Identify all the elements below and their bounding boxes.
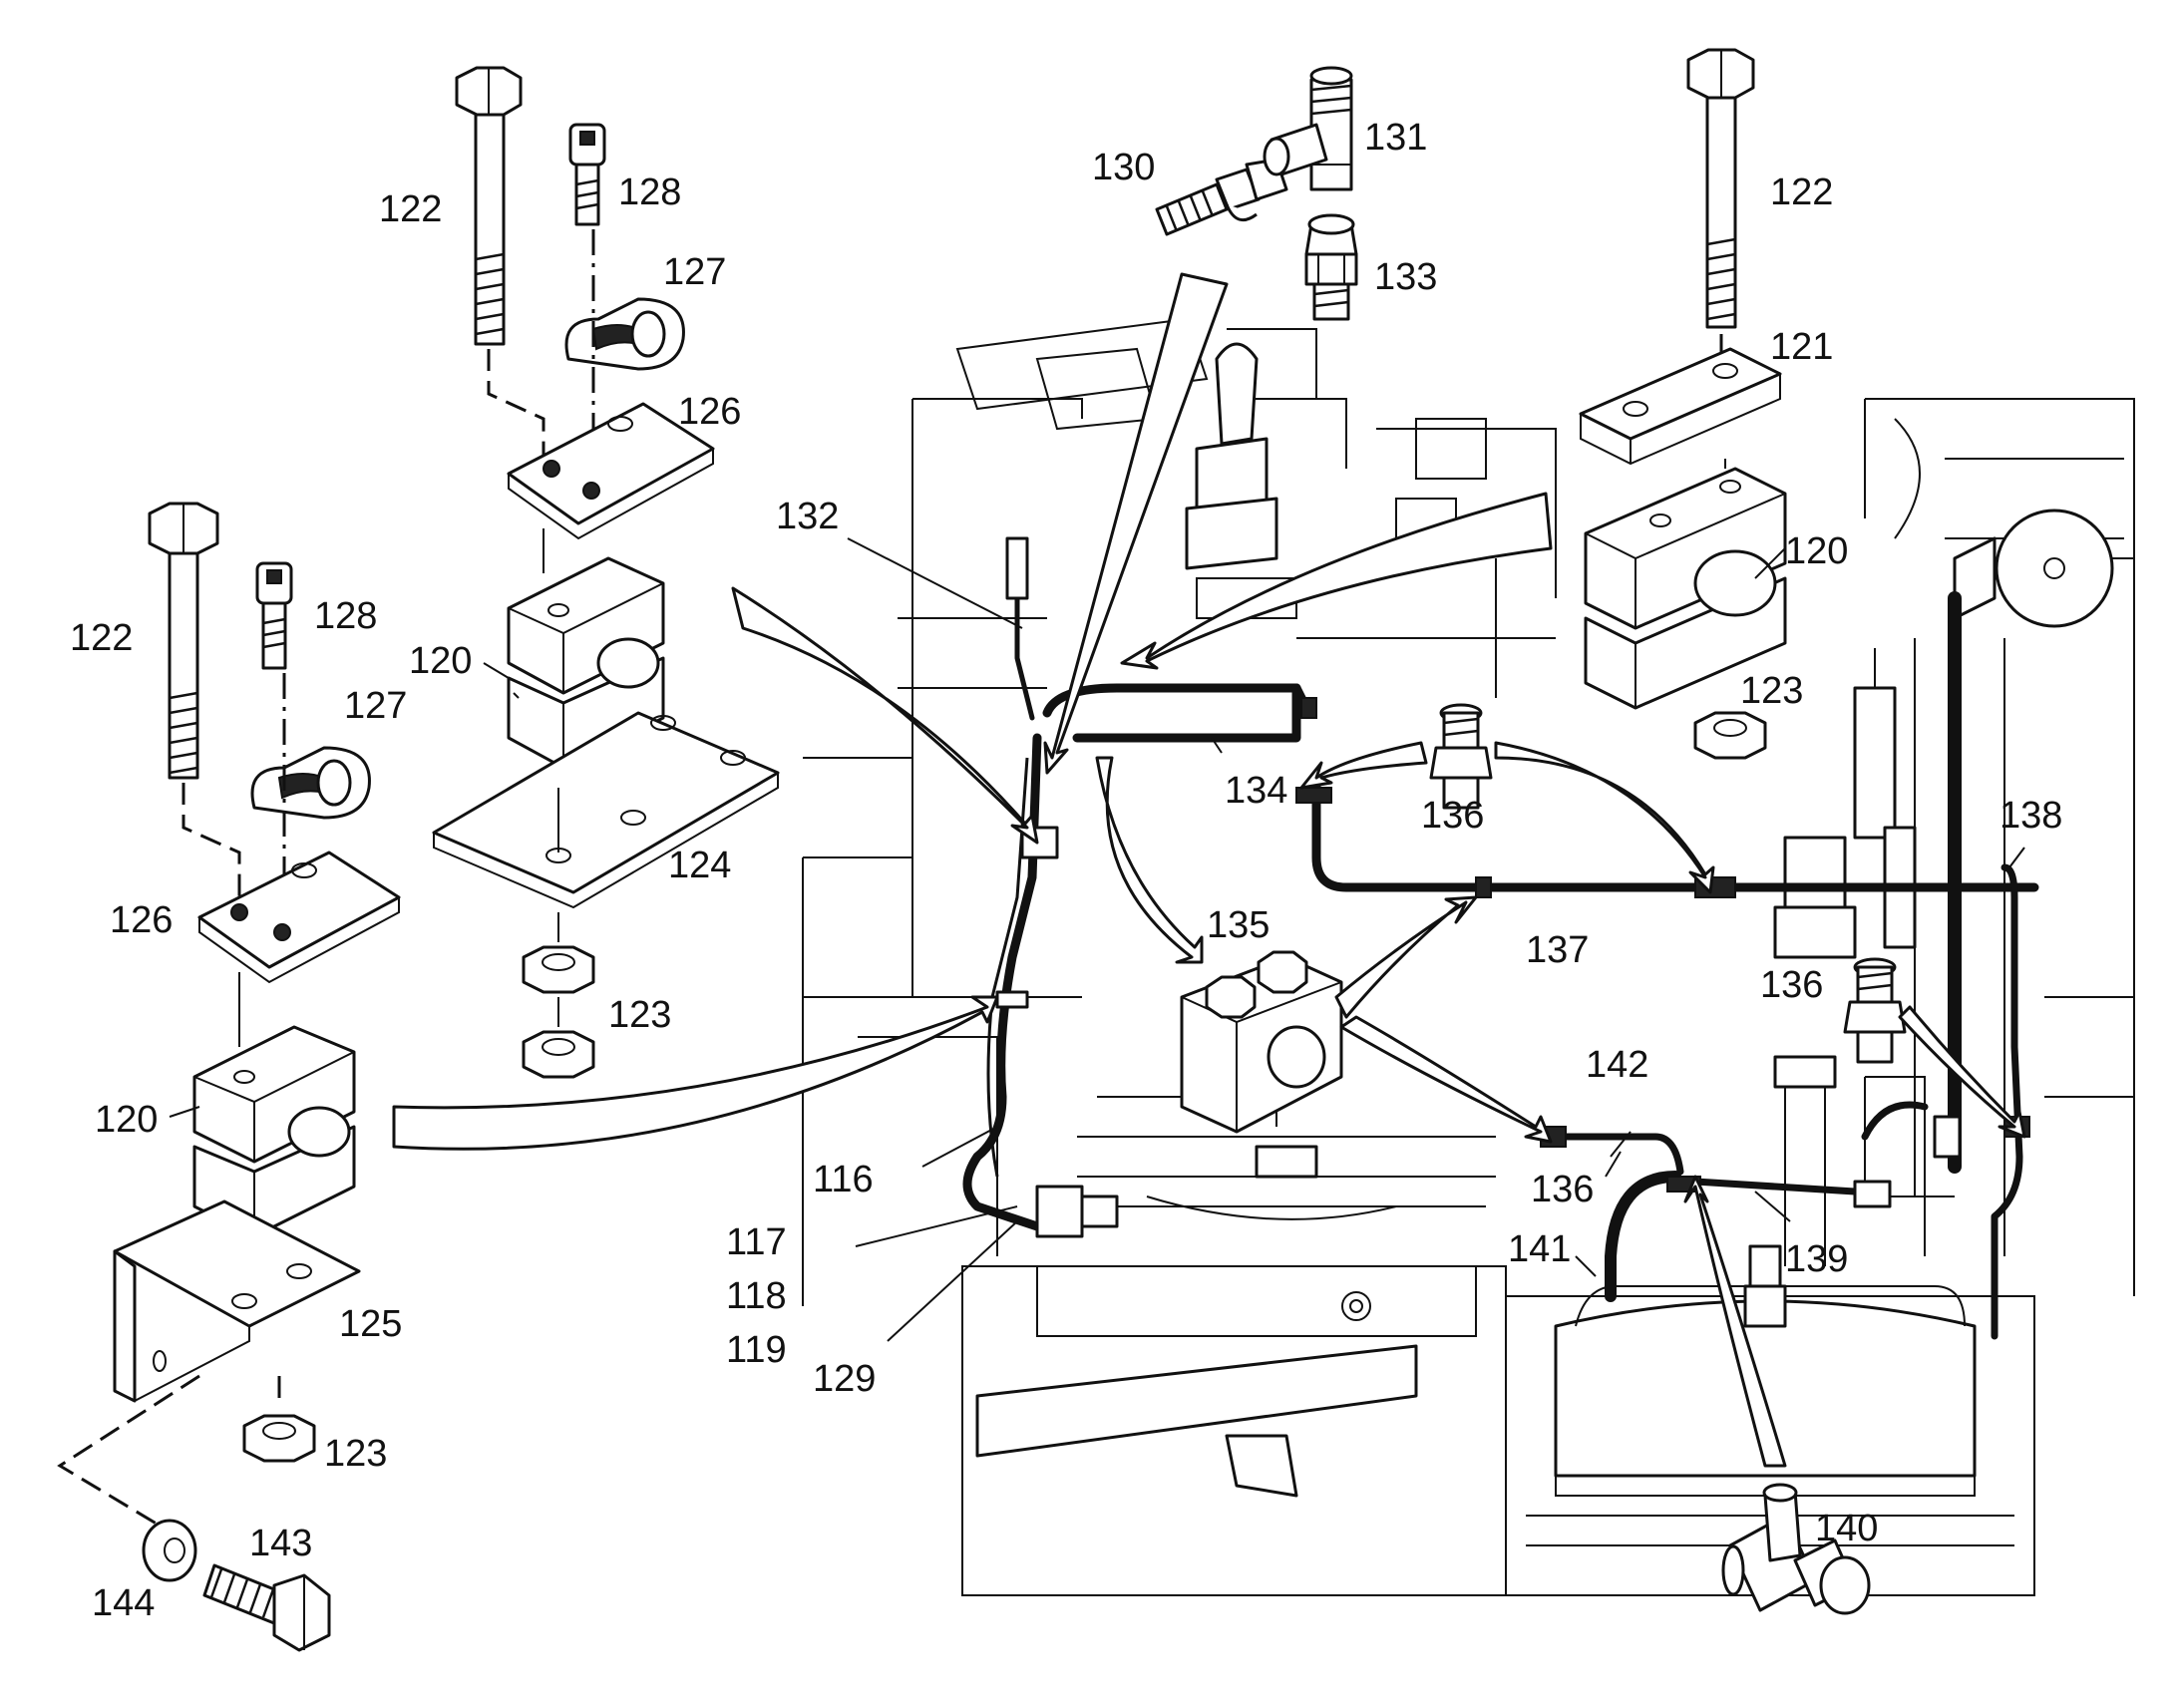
callout-120: 120 — [409, 640, 472, 682]
arrow-135-lower — [1339, 1015, 1553, 1144]
callout-120: 120 — [1785, 530, 1848, 572]
callout-127: 127 — [344, 685, 407, 727]
hex-bolt-122-upper — [455, 66, 523, 346]
hex-nut-123-upper — [522, 945, 595, 1079]
hose-132 — [1014, 575, 1035, 721]
union-136-right — [1843, 957, 1907, 1064]
pipe-clamp-127-upper — [564, 297, 685, 371]
callout-139: 139 — [1785, 1238, 1848, 1280]
cap-screw-128-upper — [568, 123, 606, 226]
hose-134-upper — [1072, 683, 1301, 743]
washer-144 — [142, 1519, 197, 1582]
callout-118: 118 — [726, 1275, 787, 1317]
arrow-136-lower-right — [1898, 1005, 2026, 1139]
union-133 — [1304, 213, 1358, 321]
callout-136: 136 — [1421, 795, 1484, 837]
arrow-132 — [1043, 272, 1229, 775]
mount-assembly-lower — [57, 502, 401, 1652]
callout-129: 129 — [813, 1358, 876, 1400]
hose-139 — [1691, 1178, 1859, 1196]
hose-142 — [1552, 1133, 1684, 1176]
tee-fitting-140 — [1721, 1483, 1871, 1615]
mount-assembly-upper — [432, 66, 780, 1079]
hose-138 — [1991, 863, 2023, 1340]
callout-126: 126 — [678, 391, 741, 433]
plate-126-upper — [507, 402, 715, 540]
pointer-arrows — [392, 272, 2026, 1468]
angle-bracket-125 — [113, 1199, 361, 1403]
callout-144: 144 — [92, 1582, 155, 1624]
callout-127: 127 — [663, 251, 726, 293]
plate-126-lower — [197, 851, 401, 984]
callout-125: 125 — [339, 1303, 402, 1345]
callout-130: 130 — [1092, 147, 1155, 188]
hex-nut-123-lower — [242, 1414, 316, 1463]
callout-123: 123 — [324, 1433, 387, 1475]
arrow-left-lower — [392, 995, 999, 1151]
hex-bolt-122-right — [1686, 48, 1755, 329]
arrow-upper-mid — [1095, 756, 1204, 964]
callout-133: 133 — [1374, 256, 1437, 298]
callout-122: 122 — [1770, 171, 1833, 213]
hose-137 — [1311, 773, 2039, 892]
callout-128: 128 — [314, 595, 377, 637]
callout-140: 140 — [1815, 1508, 1878, 1549]
arrow-140 — [1683, 1175, 1787, 1468]
callout-142: 142 — [1586, 1044, 1648, 1086]
callout-136: 136 — [1760, 964, 1823, 1006]
callout-134: 134 — [1225, 770, 1287, 812]
callout-141: 141 — [1508, 1228, 1571, 1270]
hex-bolt-122-lower — [148, 502, 219, 780]
callout-labels: 122 128 127 126 120 124 123 122 128 127 … — [70, 117, 2062, 1624]
union-136-top — [1429, 703, 1493, 810]
callout-116: 116 — [813, 1159, 874, 1200]
callout-128: 128 — [618, 171, 681, 213]
hose-routing — [962, 536, 2039, 1340]
callout-124: 124 — [668, 845, 731, 886]
callout-120: 120 — [95, 1099, 158, 1141]
callout-136: 136 — [1531, 1169, 1594, 1210]
callout-137: 137 — [1526, 929, 1589, 971]
callout-119: 119 — [726, 1329, 787, 1371]
arrow-136-left — [1299, 741, 1428, 790]
clamp-block-120-right — [1584, 467, 1787, 710]
machine-background — [802, 317, 2135, 1596]
arrow-136-right — [1494, 741, 1715, 894]
callout-131: 131 — [1364, 117, 1427, 159]
callout-135: 135 — [1207, 904, 1270, 946]
arrow-top-right — [1120, 492, 1553, 670]
cap-screw-128-lower — [255, 561, 293, 670]
callout-132: 132 — [776, 496, 839, 537]
clamp-block-135 — [1180, 950, 1343, 1134]
mount-assembly-right — [1579, 48, 1787, 760]
clamp-block-120-upper — [507, 556, 665, 770]
callout-122: 122 — [70, 617, 133, 659]
callout-122: 122 — [379, 188, 442, 230]
callout-123: 123 — [608, 994, 671, 1036]
callout-143: 143 — [249, 1523, 312, 1564]
callout-123: 123 — [1740, 670, 1803, 712]
plate-121 — [1579, 347, 1782, 466]
adapter-130 — [1155, 158, 1288, 236]
fittings-top — [1155, 66, 1358, 321]
hex-nut-123-right — [1693, 711, 1767, 760]
hex-bolt-143 — [202, 1563, 331, 1652]
arrow-left-upper — [731, 586, 1039, 845]
hose-141 — [1605, 1171, 1681, 1302]
callout-117: 117 — [726, 1221, 787, 1263]
tee-fitting-131 — [1263, 66, 1353, 191]
callout-121: 121 — [1770, 326, 1833, 368]
callout-138: 138 — [1999, 795, 2062, 837]
leader-lines — [169, 537, 2025, 1342]
arrow-135-upper — [1334, 895, 1478, 1019]
base-plate-124 — [432, 711, 780, 909]
pipe-clamp-127-lower — [250, 746, 371, 820]
callout-126: 126 — [110, 899, 173, 941]
